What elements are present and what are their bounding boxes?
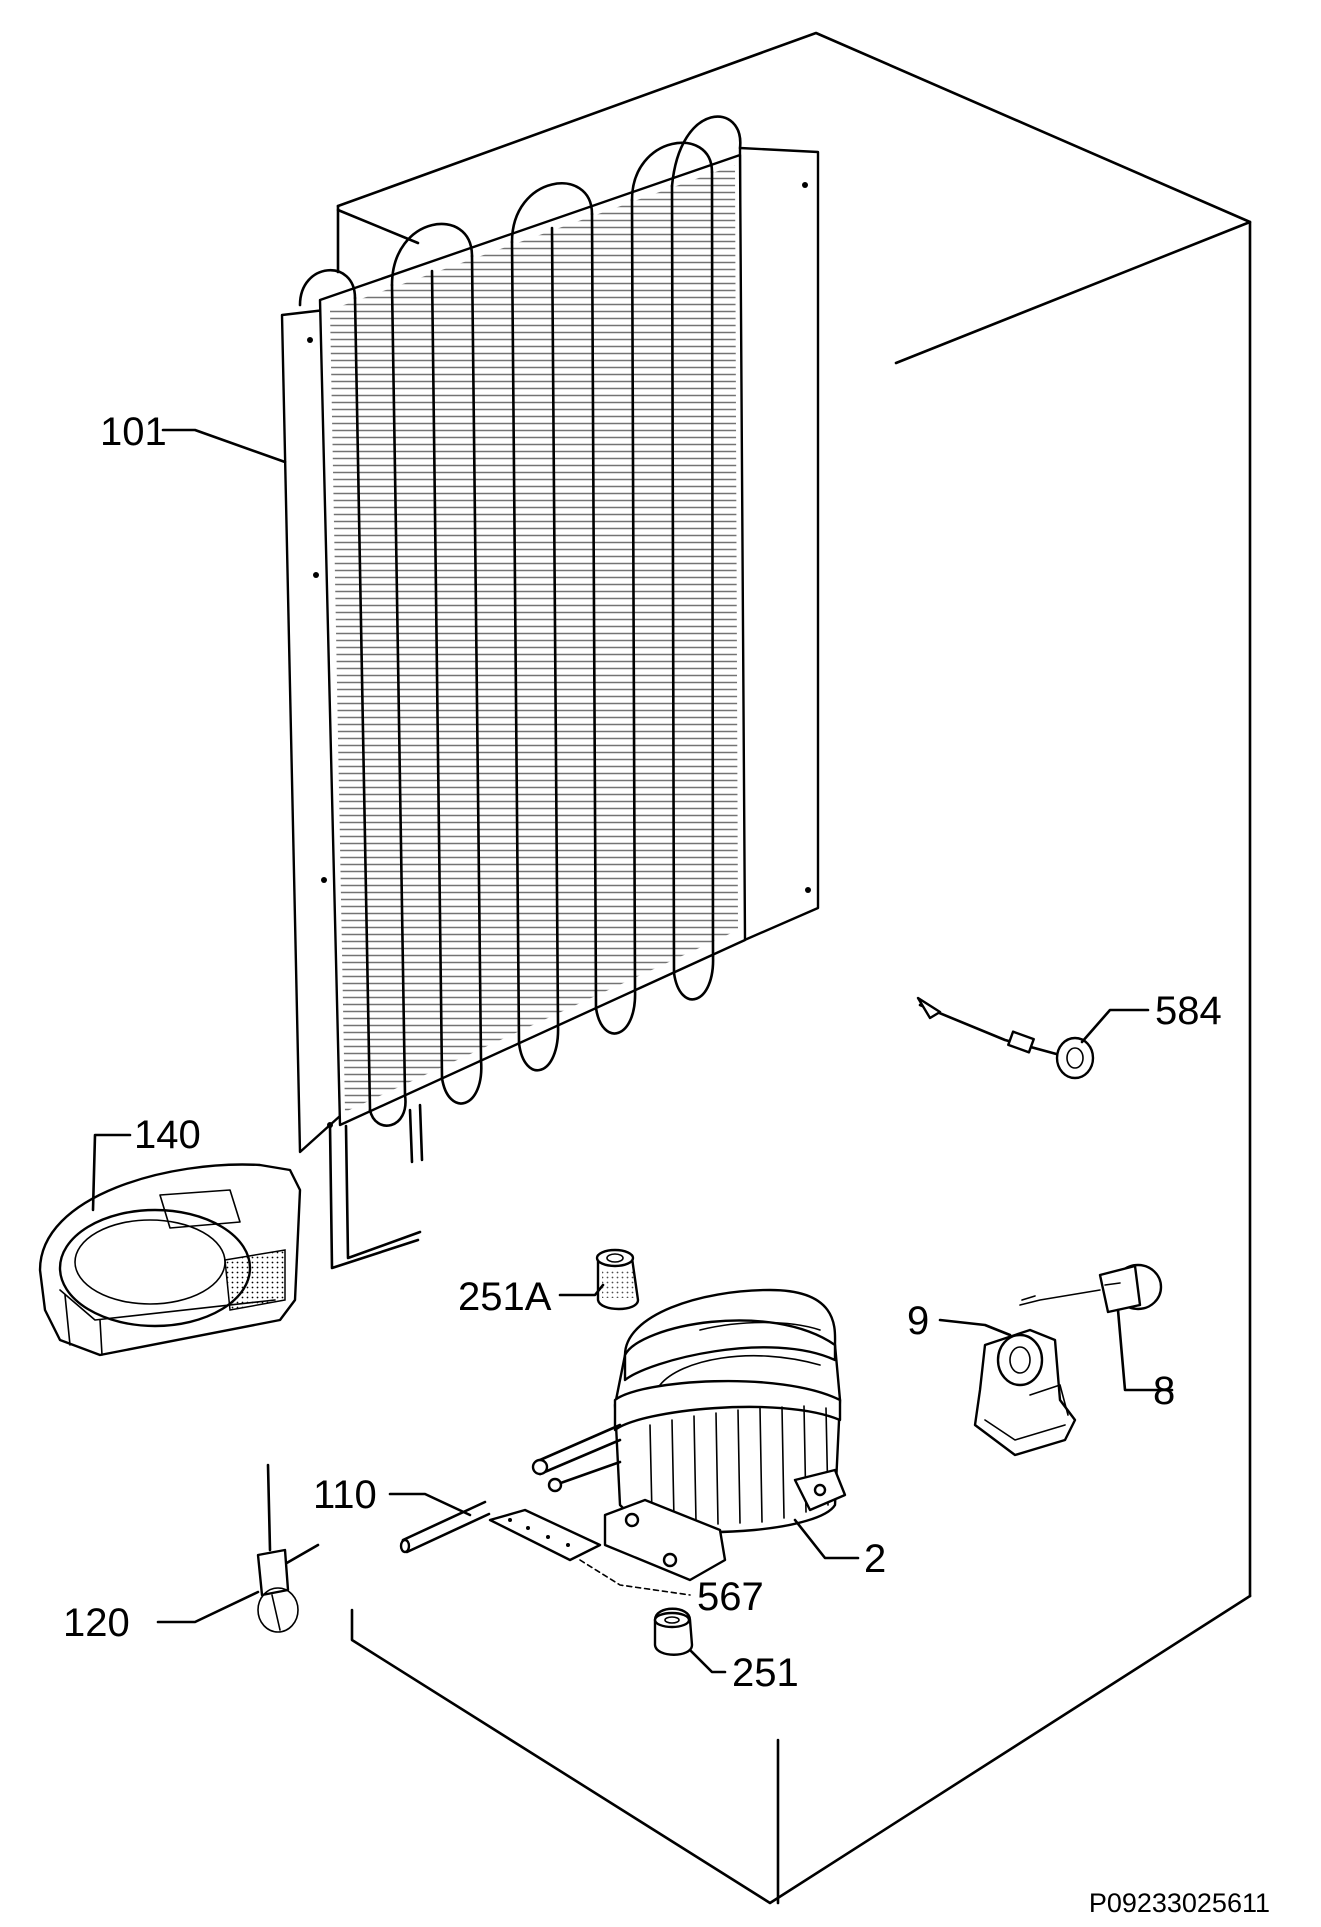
label-101: 101 bbox=[100, 410, 167, 454]
label-140: 140 bbox=[134, 1113, 201, 1157]
label-9: 9 bbox=[907, 1299, 929, 1343]
label-120: 120 bbox=[63, 1601, 130, 1645]
label-251a: 251A bbox=[458, 1275, 552, 1319]
temperature-sensor bbox=[916, 996, 1095, 1080]
connecting-tube bbox=[399, 1500, 491, 1554]
grommet-251 bbox=[653, 1607, 694, 1656]
grommet-251a bbox=[595, 1248, 640, 1311]
mounting-plate bbox=[488, 1508, 602, 1562]
callout-labels: 101 140 584 251A 9 8 110 2 567 120 251 bbox=[63, 410, 1222, 1695]
compressor bbox=[531, 1288, 847, 1582]
label-8: 8 bbox=[1153, 1369, 1175, 1413]
leader-lines bbox=[91, 428, 1174, 1674]
overload-protector bbox=[1019, 1263, 1163, 1314]
label-567: 567 bbox=[697, 1575, 764, 1619]
label-251: 251 bbox=[732, 1651, 799, 1695]
drip-tray bbox=[38, 1163, 302, 1357]
start-relay bbox=[973, 1328, 1077, 1457]
label-584: 584 bbox=[1155, 989, 1222, 1033]
condenser bbox=[280, 115, 820, 1270]
diagram-reference-code: P09233025611 bbox=[1089, 1888, 1270, 1918]
cabinet-outline bbox=[336, 31, 1252, 1905]
label-2: 2 bbox=[864, 1537, 886, 1581]
capillary-valve bbox=[256, 1463, 320, 1633]
label-110: 110 bbox=[313, 1473, 377, 1517]
